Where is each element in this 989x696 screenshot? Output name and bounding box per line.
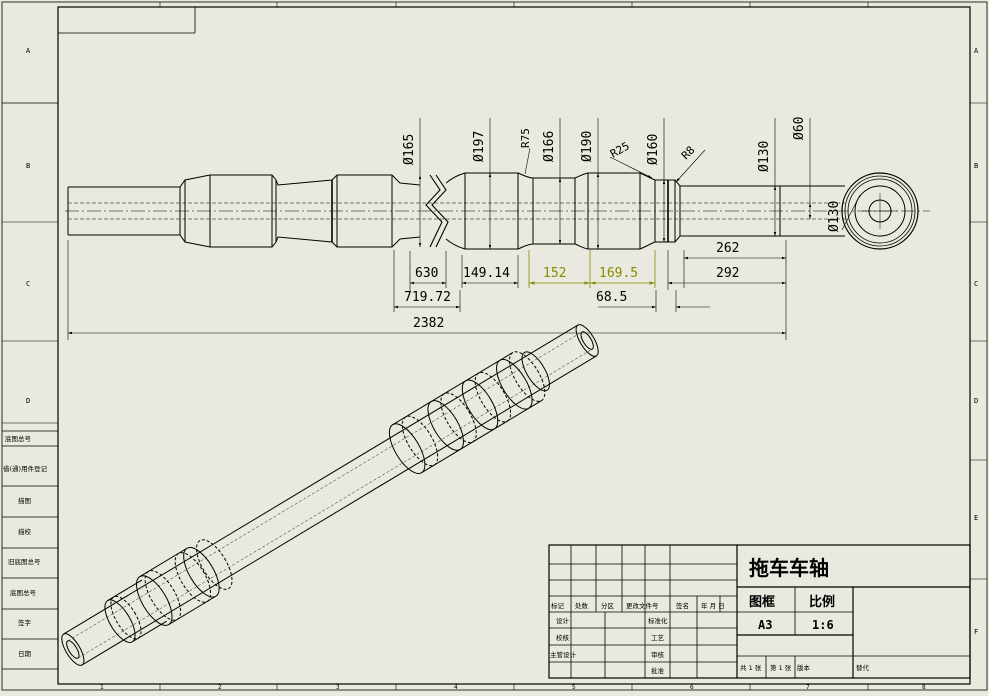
title-block-text: 拖车车轴 图框 A3 比例 1:6 标记 处数 分区 更改文件号 签名 年 月 …: [550, 556, 870, 675]
dim-2382: 2382: [413, 316, 444, 331]
dimension-texts: Ø165 Ø197 R75 Ø166 Ø190 R25 Ø160 R8 Ø130…: [402, 117, 842, 331]
dim-r8: R8: [679, 144, 698, 163]
title-block: [548, 544, 971, 679]
shaft-front-view: [65, 172, 930, 250]
dim-d160: Ø160: [646, 134, 661, 165]
left-label: 描校: [18, 527, 32, 536]
rev-header: 分区: [601, 601, 615, 610]
row-label: 设计: [556, 616, 570, 625]
zone-letter: D: [974, 397, 978, 405]
zone-letter: D: [26, 397, 30, 405]
zone-number: 7: [806, 684, 810, 691]
dim-d190: Ø190: [580, 131, 595, 162]
rev-header: 年 月 日: [701, 601, 725, 610]
version-label: 版本: [797, 663, 811, 672]
zone-letter: A: [26, 47, 31, 55]
left-side-table: [2, 430, 58, 670]
left-side-labels: 底图总号 借(通)用件登记 描图 描校 旧底图总号 底图总号 签字 日期: [3, 434, 48, 658]
zone-number: 3: [336, 684, 340, 691]
rev-header: 更改文件号: [626, 601, 659, 610]
zone-number: 8: [922, 684, 926, 691]
rev-header: 签名: [676, 601, 689, 610]
dim-169: 169.5: [599, 266, 638, 281]
zone-letter: F: [974, 628, 978, 636]
left-label: 旧底图总号: [8, 557, 41, 566]
scale-label: 比例: [809, 594, 835, 610]
dim-d60: Ø60: [792, 117, 807, 140]
dim-68: 68.5: [596, 290, 627, 305]
zone-letters: A B C D A B C D E F: [26, 47, 979, 636]
rev-header: 处数: [575, 601, 589, 610]
row-label: 标准化: [648, 616, 668, 625]
dim-152: 152: [543, 266, 566, 281]
zone-number: 1: [100, 684, 104, 691]
sheet-total: 共 1 张: [740, 663, 762, 672]
dim-r25: R25: [608, 139, 632, 160]
row-label: 批准: [651, 666, 665, 675]
zone-number: 5: [572, 684, 576, 691]
dimension-lines: [67, 118, 861, 340]
zone-letter: E: [974, 514, 978, 522]
dim-d130b: Ø130: [827, 201, 842, 232]
zone-letter: C: [974, 280, 978, 288]
highlighted-dimensions: [528, 250, 656, 288]
zone-letter: B: [26, 162, 30, 170]
dim-d130a: Ø130: [757, 141, 772, 172]
shaft-isometric-view: [61, 324, 599, 666]
dim-149: 149.14: [463, 266, 510, 281]
end-view-hub: [841, 172, 919, 250]
replace-label: 替代: [856, 663, 870, 672]
left-label: 借(通)用件登记: [3, 464, 48, 473]
part-name: 拖车车轴: [749, 556, 829, 580]
dim-719: 719.72: [404, 290, 451, 305]
zone-number: 2: [218, 684, 222, 691]
scale-value: 1:6: [812, 618, 834, 632]
left-label: 底图总号: [10, 588, 37, 597]
zone-number: 4: [454, 684, 458, 691]
zone-numbers: 1 2 3 4 5 6 7 8: [100, 684, 926, 691]
dim-d197: Ø197: [472, 131, 487, 162]
left-label: 日期: [18, 650, 32, 658]
left-label: 签字: [18, 618, 32, 627]
row-label: 审核: [651, 650, 665, 659]
left-label: 描图: [18, 496, 31, 505]
zone-letter: B: [974, 162, 978, 170]
zone-number: 6: [690, 684, 694, 691]
dim-d166: Ø166: [542, 131, 557, 162]
zone-letter: C: [26, 280, 30, 288]
left-label: 底图总号: [5, 434, 32, 443]
frame-value: A3: [758, 618, 772, 632]
dim-292: 292: [716, 266, 739, 281]
dim-262: 262: [716, 241, 739, 256]
frame-label: 图框: [749, 594, 775, 610]
dim-d165: Ø165: [402, 134, 417, 165]
row-label: 主管设计: [550, 650, 577, 659]
row-label: 工艺: [651, 634, 665, 642]
sheet-number: 第 1 张: [770, 663, 792, 672]
zone-letter: A: [974, 47, 979, 55]
dim-630: 630: [415, 266, 438, 281]
rev-header: 标记: [551, 601, 565, 610]
dim-r75: R75: [519, 128, 532, 148]
row-label: 校核: [556, 633, 570, 642]
